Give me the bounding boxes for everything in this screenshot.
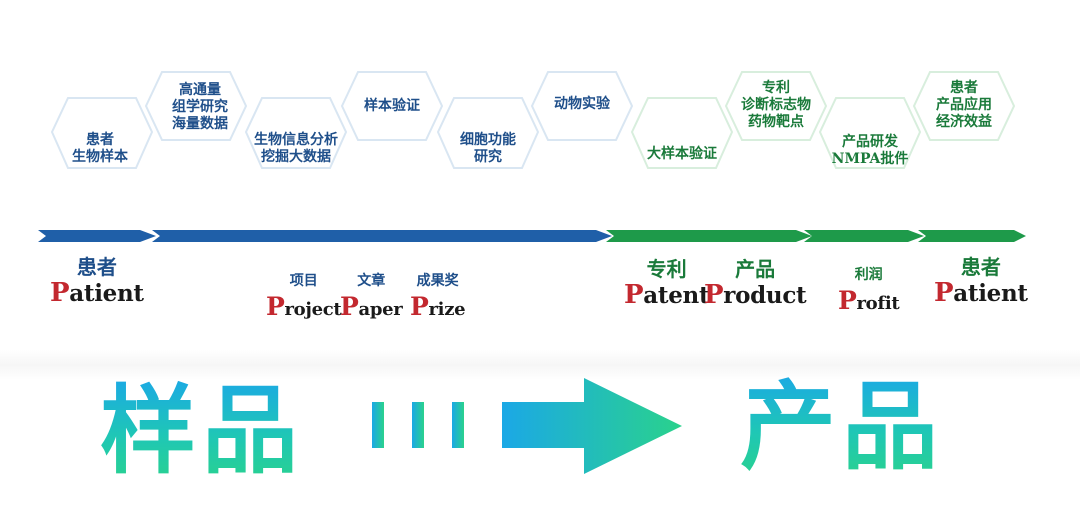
product-text: 产品 <box>740 371 944 483</box>
stage-label-6: 动物实验 <box>538 96 626 113</box>
patent-rest: atent <box>643 282 710 309</box>
paper-rest: aper <box>358 299 403 320</box>
milestone-paper: 文章 Paper <box>340 270 403 325</box>
timeline-segment-green-3 <box>918 230 1026 242</box>
project-cn: 项目 <box>289 273 318 289</box>
paper-cn: 文章 <box>357 273 386 289</box>
hex-stage-5 <box>436 97 540 169</box>
milestone-patient-end: 患者 Patient <box>934 256 1028 309</box>
timeline-segment-green-2 <box>804 230 924 242</box>
patient-start-cn: 患者 <box>76 255 117 279</box>
stage-3-line-1: 生物信息分析 <box>254 132 338 148</box>
stage-2-line-1: 高通量 <box>179 82 221 98</box>
stage-8-line-3: 药物靶点 <box>748 114 804 130</box>
patient-start-rest: atient <box>69 280 144 307</box>
stage-label-9: 产品研发 NMPA批件 <box>818 134 922 168</box>
stage-1-line-1: 患者 <box>86 132 114 148</box>
milestone-product: 产品 Product <box>704 257 807 311</box>
profit-rest: rofit <box>856 293 900 314</box>
patient-start-initial: P <box>50 278 70 308</box>
stage-label-2: 高通量 组学研究 海量数据 <box>158 82 242 133</box>
stage-4-line-1: 样本验证 <box>364 98 420 114</box>
project-rest: roject <box>284 299 342 320</box>
stage-10-line-1: 患者 <box>950 80 978 96</box>
timeline-segment-green-1 <box>606 230 812 242</box>
stage-10-line-3: 经济效益 <box>936 114 992 130</box>
paper-initial: P <box>340 292 359 321</box>
hex-stage-4 <box>340 71 444 141</box>
stage-label-10: 患者 产品应用 经济效益 <box>920 80 1008 131</box>
hex-stage-9 <box>818 97 922 169</box>
stage-label-4: 样本验证 <box>348 98 436 115</box>
patent-initial: P <box>624 280 644 310</box>
stage-label-7: 大样本验证 <box>634 146 730 163</box>
hex-stage-6 <box>530 71 634 141</box>
patient-end-initial: P <box>934 278 954 308</box>
timeline-arrow <box>38 230 1026 242</box>
patent-cn: 专利 <box>646 257 687 281</box>
stage-9-line-1: 产品研发 <box>842 134 898 150</box>
milestone-patient-start: 患者 Patient <box>50 256 144 309</box>
flow-arrow-icon <box>372 378 682 474</box>
hex-stage-1 <box>50 97 154 169</box>
hex-stage-3 <box>244 97 348 169</box>
stage-label-5: 细胞功能 研究 <box>446 132 530 166</box>
stage-label-8: 专利 诊断标志物 药物靶点 <box>726 80 826 131</box>
hex-stage-8 <box>724 71 828 141</box>
milestone-prize: 成果奖 Prize <box>410 270 466 325</box>
flow-dash-1 <box>372 402 384 448</box>
timeline-segment-blue-2 <box>152 230 612 242</box>
hex-stage-7 <box>630 97 734 169</box>
flow-dash-2 <box>412 402 424 448</box>
flow-dash-3 <box>452 402 464 448</box>
stage-label-1: 患者 生物样本 <box>58 132 142 166</box>
stage-7-line-1: 大样本验证 <box>647 146 717 162</box>
profit-cn: 利润 <box>854 267 883 283</box>
stage-1-line-2: 生物样本 <box>72 149 128 165</box>
profit-initial: P <box>838 286 857 315</box>
prize-initial: P <box>410 292 429 321</box>
product-initial: P <box>704 280 724 310</box>
patient-end-cn: 患者 <box>960 255 1001 279</box>
stage-3-line-2: 挖掘大数据 <box>261 149 331 165</box>
prize-rest: rize <box>428 299 466 320</box>
stage-5-line-2: 研究 <box>474 149 502 165</box>
product-cn: 产品 <box>735 257 776 281</box>
flow-arrow-head <box>502 378 682 474</box>
stage-8-line-2: 诊断标志物 <box>741 97 811 113</box>
product-rest: roduct <box>723 282 807 309</box>
project-initial: P <box>266 292 285 321</box>
stage-2-line-2: 组学研究 <box>172 99 228 115</box>
stage-8-line-1: 专利 <box>762 80 790 96</box>
stage-label-3: 生物信息分析 挖掘大数据 <box>240 132 352 166</box>
stage-5-line-1: 细胞功能 <box>460 132 516 148</box>
stage-9-line-2: NMPA批件 <box>831 151 909 167</box>
hex-stage-10 <box>912 71 1016 141</box>
milestone-profit: 利润 Profit <box>838 264 900 319</box>
milestone-patent: 专利 Patent <box>624 257 710 311</box>
sample-text: 样品 <box>100 375 304 487</box>
divider-band <box>0 350 1080 380</box>
stage-2-line-3: 海量数据 <box>172 116 228 132</box>
hex-stage-2 <box>144 71 248 141</box>
stage-6-line-1: 动物实验 <box>554 96 610 112</box>
hexagon-chain <box>50 71 1016 169</box>
patient-end-rest: atient <box>953 280 1028 307</box>
timeline-segment-blue-1 <box>38 230 156 242</box>
stage-10-line-2: 产品应用 <box>936 97 992 113</box>
prize-cn: 成果奖 <box>416 273 459 289</box>
milestone-project: 项目 Project <box>266 270 342 325</box>
